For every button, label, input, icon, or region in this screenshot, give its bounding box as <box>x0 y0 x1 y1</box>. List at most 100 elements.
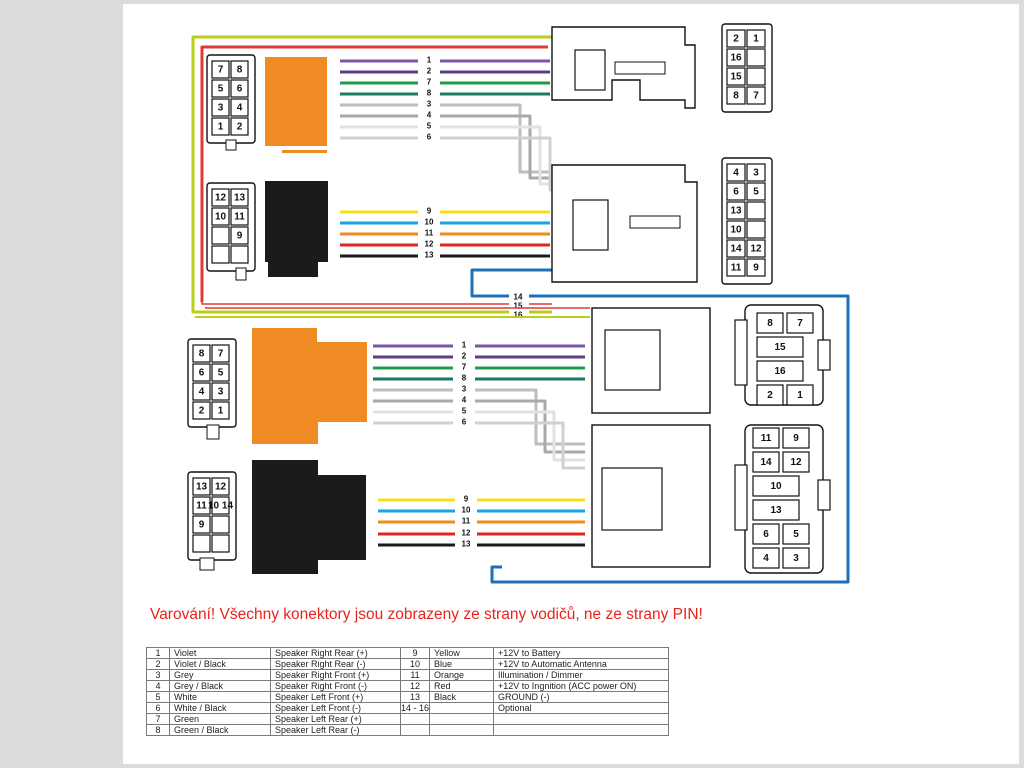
legend-wire-color <box>429 702 495 714</box>
legend-function: Speaker Right Rear (-) <box>270 658 401 670</box>
pin-number: 14 <box>760 457 772 468</box>
pin-cell <box>211 98 230 117</box>
plug-slot <box>604 329 661 391</box>
pin-cell <box>726 163 746 182</box>
pin-number: 3 <box>218 387 224 398</box>
pin-cell <box>746 201 766 220</box>
wire-label-bg <box>418 67 440 76</box>
pin-number: 9 <box>753 263 759 274</box>
legend-wire-color: Red <box>429 680 495 692</box>
wire-6 <box>340 136 552 192</box>
legend-function: Speaker Left Rear (-) <box>270 724 401 736</box>
pin-number: 13 <box>770 505 782 516</box>
plug-tab <box>268 262 318 277</box>
pin-cell <box>756 312 784 334</box>
pin-cell <box>211 496 230 515</box>
wire-label-bg <box>509 302 529 311</box>
pin-cell <box>782 523 810 545</box>
plug-key <box>614 61 666 75</box>
pin-number: 5 <box>753 187 759 198</box>
pin-cell <box>752 547 780 569</box>
wire-number: 12 <box>425 240 434 249</box>
pin-cell <box>752 523 780 545</box>
pin-number: 7 <box>218 65 224 76</box>
pin-cell <box>726 86 746 105</box>
pin-cell <box>726 182 746 201</box>
legend-pin: 12 <box>399 680 431 692</box>
pin-number: 8 <box>733 91 739 102</box>
pin-cell <box>192 382 211 401</box>
legend-pin: 2 <box>146 658 170 670</box>
legend-function: Speaker Left Front (-) <box>270 702 401 714</box>
connector-lug <box>817 479 831 511</box>
wire-label-bg <box>453 418 475 427</box>
legend-wire-color <box>429 724 495 736</box>
pin-cell <box>726 201 746 220</box>
pin-cell <box>230 60 249 79</box>
pin-cell <box>752 475 800 497</box>
pin-number: 9 <box>793 433 799 444</box>
pin-cell <box>211 117 230 136</box>
pin-cell <box>230 188 249 207</box>
legend-pin: 4 <box>146 680 170 692</box>
wire-number: 9 <box>427 207 432 216</box>
pin-cell <box>726 48 746 67</box>
legend-pin <box>399 724 431 736</box>
pin-number: 9 <box>199 520 205 531</box>
wire-label-bg <box>509 293 529 302</box>
pin-number: 13 <box>196 482 208 493</box>
pin-number: 3 <box>793 553 799 564</box>
legend-wire-color: Blue <box>429 658 495 670</box>
connector-lug <box>734 464 748 531</box>
legend-function: Speaker Left Front (+) <box>270 691 401 703</box>
pin-cell <box>230 207 249 226</box>
connector-latch <box>206 424 220 440</box>
legend-function: +12V to Ingnition (ACC power ON) <box>493 680 670 692</box>
legend-pin <box>399 713 431 725</box>
pin-cell <box>211 477 230 496</box>
bottom-black-plug <box>252 460 366 574</box>
pin-cell <box>726 220 746 239</box>
wire-label-bg <box>418 78 440 87</box>
pin-number: 4 <box>733 168 739 179</box>
pin-number: 3 <box>218 103 224 114</box>
plug-notch <box>282 146 327 150</box>
warning-text: Varování! Všechny konektory jsou zobraze… <box>150 606 703 623</box>
wire-number: 14 <box>514 293 523 302</box>
pin-number: 10 <box>730 225 742 236</box>
pin-cell <box>752 427 780 449</box>
connector-latch <box>225 139 237 151</box>
pin-cell <box>746 258 766 277</box>
legend-wire-color: Grey / Black <box>169 680 271 692</box>
legend-pin: 9 <box>399 647 431 659</box>
pin-number: 6 <box>199 368 205 379</box>
legend-wire-color: White <box>169 691 271 703</box>
pin-cell <box>746 48 766 67</box>
pin-cell <box>786 384 814 406</box>
pin-number: 1 <box>753 34 759 45</box>
legend-wire-color: Orange <box>429 669 495 681</box>
pin-cell <box>230 79 249 98</box>
wire-number: 13 <box>425 251 434 260</box>
legend-function: Speaker Left Rear (+) <box>270 713 401 725</box>
pin-cell <box>726 67 746 86</box>
pin-number: 1 <box>797 390 803 401</box>
legend-wire-color: Green <box>169 713 271 725</box>
pin-number: 1 <box>218 122 224 133</box>
wire-number: 1 <box>462 341 467 350</box>
legend-pin: 7 <box>146 713 170 725</box>
pin-number: 12 <box>750 244 762 255</box>
pin-number: 6 <box>237 84 243 95</box>
legend-pin: 6 <box>146 702 170 714</box>
legend-function: Illumination / Dimmer <box>493 669 670 681</box>
legend-pin: 10 <box>399 658 431 670</box>
pin-number: 10 <box>770 481 782 492</box>
plug-slot <box>572 199 609 251</box>
legend-function <box>493 724 670 736</box>
legend-wire-color: Black <box>429 691 495 703</box>
pin-number: 11 <box>234 212 245 223</box>
